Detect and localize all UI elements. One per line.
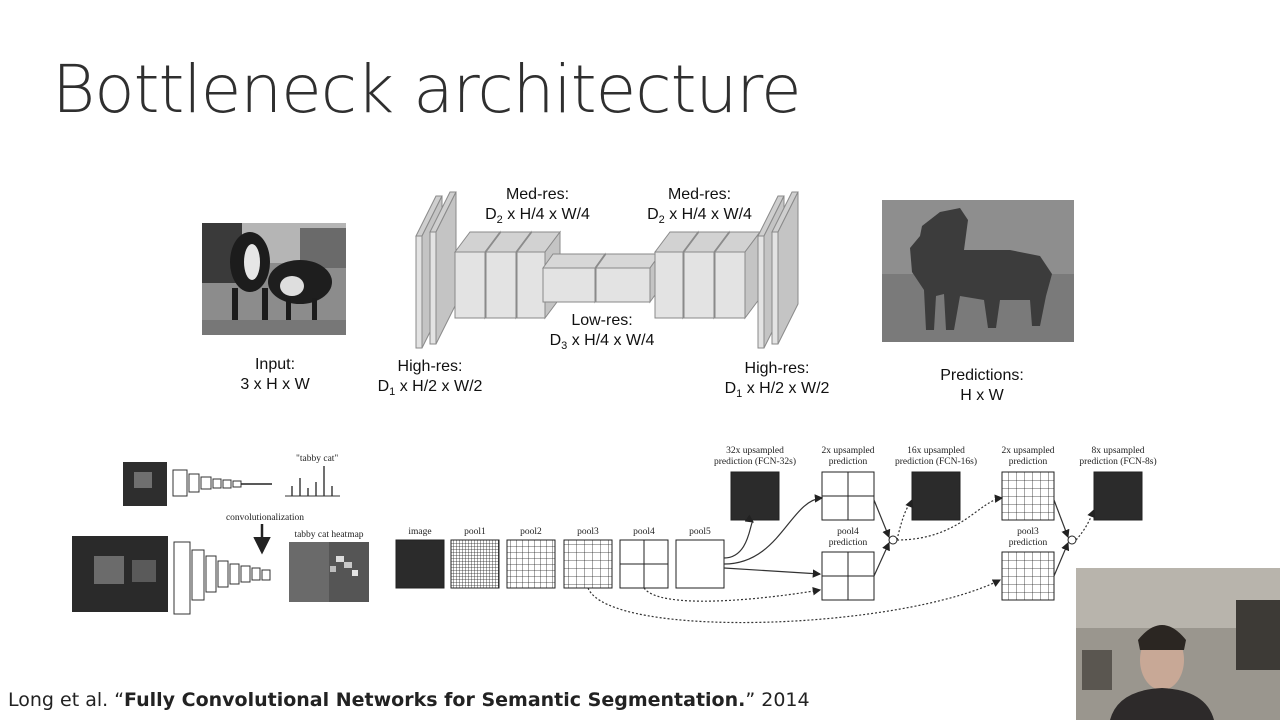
upsampled-2x-grid-a [821,471,875,521]
decoder-med-res-blocks [654,230,761,320]
low-res-blocks [542,252,661,304]
pool4-block [619,539,669,589]
convolutionalization-label: convolutionalization [225,513,305,523]
stage-label-pool4: pool4 [633,527,655,537]
sum-node-a [888,535,898,545]
med-res-right-label: Med-res: D2 x H/4 x W/4 [647,186,752,227]
stage-label-pool1: pool1 [464,527,486,537]
pool3-block [563,539,613,589]
fcn-arrows [587,494,1096,624]
class-score-bars [285,466,340,497]
fcn32s-prediction [730,471,780,521]
prediction-mask-image [882,200,1074,342]
tabby-cat-label: "tabby cat" [296,454,339,464]
input-cow-image [202,223,346,335]
fcn-pool-pyramid [395,471,1143,624]
upsampled-2x-grid-b [1001,471,1055,521]
citation: Long et al. “Fully Convolutional Network… [8,688,810,712]
pool4-prediction-grid [821,551,875,601]
low-res-label: Low-res: D3 x H/4 x W/4 [549,312,655,353]
high-res-left-label: High-res: D1 x H/2 x W/2 [377,358,483,399]
stage-label-image: image [408,527,432,537]
webcam-video-feed [1076,568,1280,720]
fcn-classifier-figure [123,462,340,555]
slide-title: Bottleneck architecture [52,51,802,128]
input-label: Input: 3 x H x W [240,356,310,393]
tabby-cat-heatmap-label: tabby cat heatmap [294,530,364,540]
upsample-8x-label: 8x upsampled prediction (FCN-8s) [1079,446,1157,467]
pool3-prediction-label: pool3 prediction [1008,527,1048,548]
stage-label-pool5: pool5 [689,527,711,537]
fcn8s-prediction [1093,471,1143,521]
citation-year: ” 2014 [745,689,810,711]
high-res-input-slabs [415,191,457,349]
sum-node-b [1067,535,1077,545]
high-res-right-label: High-res: D1 x H/2 x W/2 [724,360,830,401]
stage-label-pool2: pool2 [520,527,542,537]
predictions-label: Predictions: H x W [940,367,1024,404]
pool2-block [506,539,556,589]
citation-authors: Long et al. “ [8,689,125,711]
pool3-prediction-grid [1001,551,1055,601]
image-block [395,539,445,589]
high-res-output-slabs [757,191,799,349]
pool4-prediction-label: pool4 prediction [828,527,868,548]
fcn-heatmap-figure [72,536,369,615]
upsample-2x-label-a: 2x upsampled prediction [821,446,875,467]
upsample-16x-label: 16x upsampled prediction (FCN-16s) [894,446,978,467]
pool1-block [450,539,500,589]
stage-label-pool3: pool3 [577,527,599,537]
fcn16s-prediction [911,471,961,521]
med-res-left-label: Med-res: D2 x H/4 x W/4 [485,186,590,227]
upsample-2x-label-b: 2x upsampled prediction [1001,446,1055,467]
citation-paper-title: Fully Convolutional Networks for Semanti… [124,689,746,711]
upsample-32x-label: 32x upsampled prediction (FCN-32s) [713,446,797,467]
pool5-block [675,539,725,589]
